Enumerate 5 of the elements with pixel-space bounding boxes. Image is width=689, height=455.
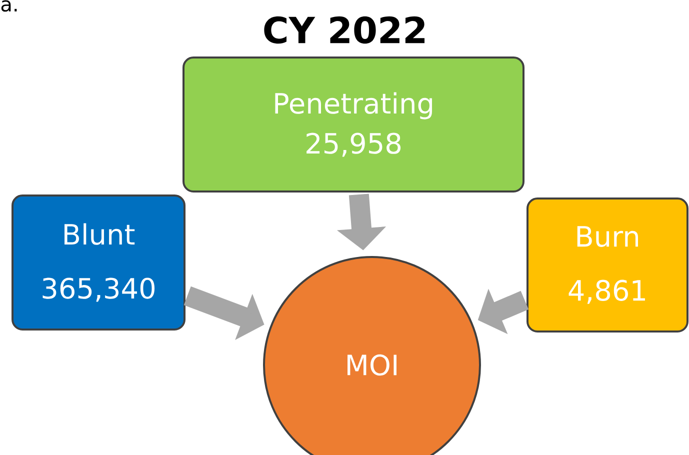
category-box: Penetrating 25,958 <box>182 56 524 192</box>
panel-label: a. <box>1 0 17 12</box>
category-box: Burn 4,861 <box>526 198 688 332</box>
category-box: Blunt 365,340 <box>12 194 186 330</box>
title: CY 2022 <box>264 16 424 44</box>
